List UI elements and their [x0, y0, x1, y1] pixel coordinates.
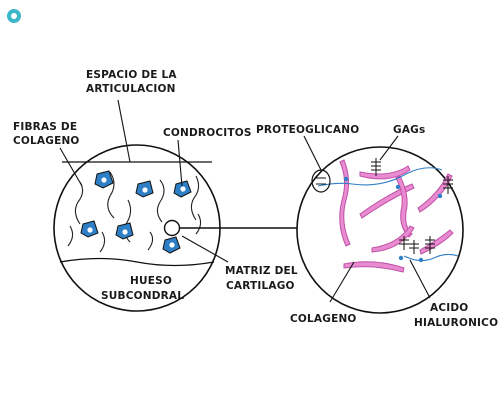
leader-matriz: [181, 235, 229, 263]
collagen-fiber: [74, 181, 84, 225]
label-matriz-1: MATRIZ DEL: [225, 265, 298, 277]
hyaluronic-acid-chain: [403, 253, 459, 262]
collagen-fibril: [395, 175, 413, 238]
label-fibras-2: COLAGENO: [13, 135, 80, 147]
chondrocyte-cell: [115, 222, 134, 240]
chondrocyte-cell: [162, 236, 181, 254]
leader-proteoglicano: [303, 135, 322, 171]
label-matriz-2: CARTILAGO: [226, 280, 295, 292]
gag-comb: [425, 236, 435, 254]
gag-comb: [443, 176, 453, 194]
leader-lines: [59, 99, 431, 303]
gag-comb: [399, 236, 409, 250]
chondrocyte-cell: [94, 170, 114, 189]
hyaluronic-acid-chain: [317, 167, 443, 187]
label-colageno: COLAGENO: [290, 313, 357, 325]
chondrocytes: [80, 170, 192, 254]
leader-fibras: [59, 147, 83, 187]
matrix-sample-circle: [163, 219, 181, 237]
label-acido-1: ACIDO: [430, 302, 468, 314]
leader-gags: [379, 135, 399, 161]
collagen-fiber: [99, 231, 106, 253]
leader-espacio: [117, 99, 131, 163]
collagen-fibril: [359, 183, 415, 219]
matrix-outline: [296, 146, 464, 314]
collagen-fiber: [147, 231, 154, 251]
chondrocyte-cell: [135, 180, 154, 198]
label-fibras-1: FIBRAS DE: [13, 121, 77, 133]
chondrocyte-cell: [173, 180, 192, 198]
collagen-fiber: [190, 175, 200, 221]
collagen-fibers: [67, 171, 202, 253]
gag-comb: [371, 158, 381, 176]
gag-combs: [371, 158, 453, 254]
leader-acido: [409, 259, 431, 299]
bone-boundary-line: [59, 257, 215, 267]
label-hueso-2: SUBCONDRAL: [101, 290, 184, 302]
label-hueso-1: HUESO: [130, 275, 172, 287]
label-proteoglicano: PROTEOGLICANO: [256, 124, 359, 136]
label-espacio-2: ARTICULACION: [86, 83, 176, 95]
collagen-fibril: [343, 261, 405, 273]
label-espacio-1: ESPACIO DE LA: [86, 69, 177, 81]
label-gags: GAGs: [393, 124, 425, 136]
label-acido-2: HIALURONICO: [414, 317, 498, 329]
logo-icon: [7, 9, 21, 23]
matrix-circle: [296, 146, 464, 314]
collagen-fiber: [156, 179, 165, 223]
collagen-fiber: [195, 213, 202, 235]
collagen-fibril: [339, 159, 351, 247]
leader-condrocitos: [177, 139, 183, 187]
chondrocyte-cell: [80, 220, 99, 238]
collagen-fibril: [371, 225, 415, 253]
collagen-fiber: [107, 171, 115, 219]
label-condrocitos: CONDROCITOS: [163, 127, 252, 139]
cartilage-circle: [53, 144, 221, 312]
collagen-fiber: [67, 225, 74, 247]
collagen-fibril: [359, 165, 411, 180]
link-proteins: [343, 176, 443, 263]
gag-comb: [409, 240, 419, 254]
leader-colageno: [329, 261, 355, 303]
